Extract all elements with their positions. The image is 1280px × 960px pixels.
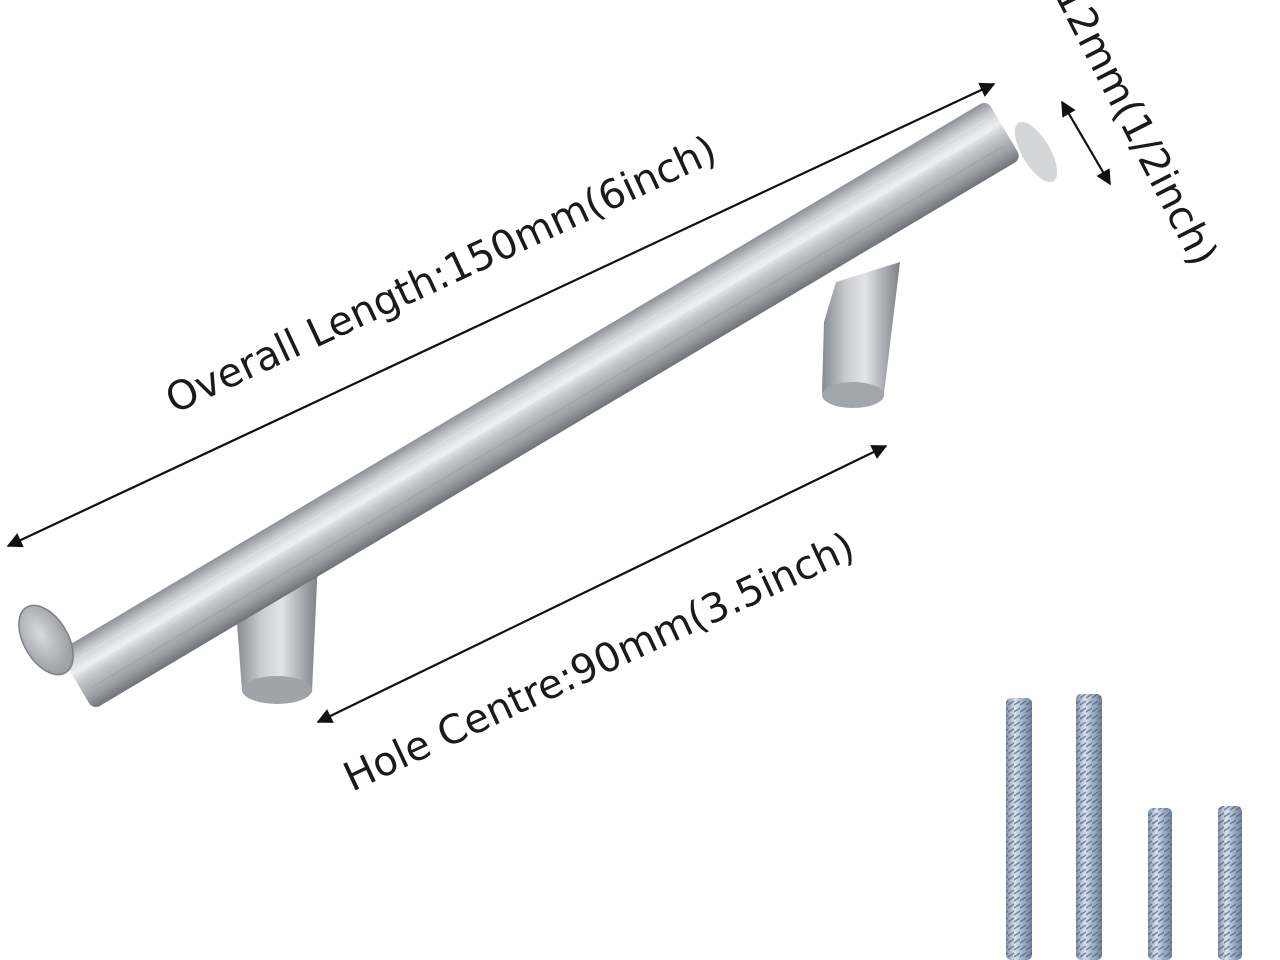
screw-long-2 <box>1076 694 1102 960</box>
diameter-arrow <box>1061 100 1111 186</box>
handle-end-cap-left <box>18 604 74 676</box>
handle-post-right <box>822 262 900 408</box>
screw-short-2 <box>1218 806 1242 960</box>
handle-end-cap-right <box>1014 121 1058 183</box>
overall-length-arrow <box>6 82 996 548</box>
screw-short-1 <box>1148 808 1172 960</box>
hole-centre-label: Hole Centre:90mm(3.5inch) <box>337 524 862 801</box>
screw-set <box>1006 694 1242 960</box>
diameter-label: 12mm(1/2inch) <box>1045 0 1226 273</box>
screw-long-1 <box>1006 698 1032 960</box>
hole-centre-arrow <box>316 445 888 723</box>
